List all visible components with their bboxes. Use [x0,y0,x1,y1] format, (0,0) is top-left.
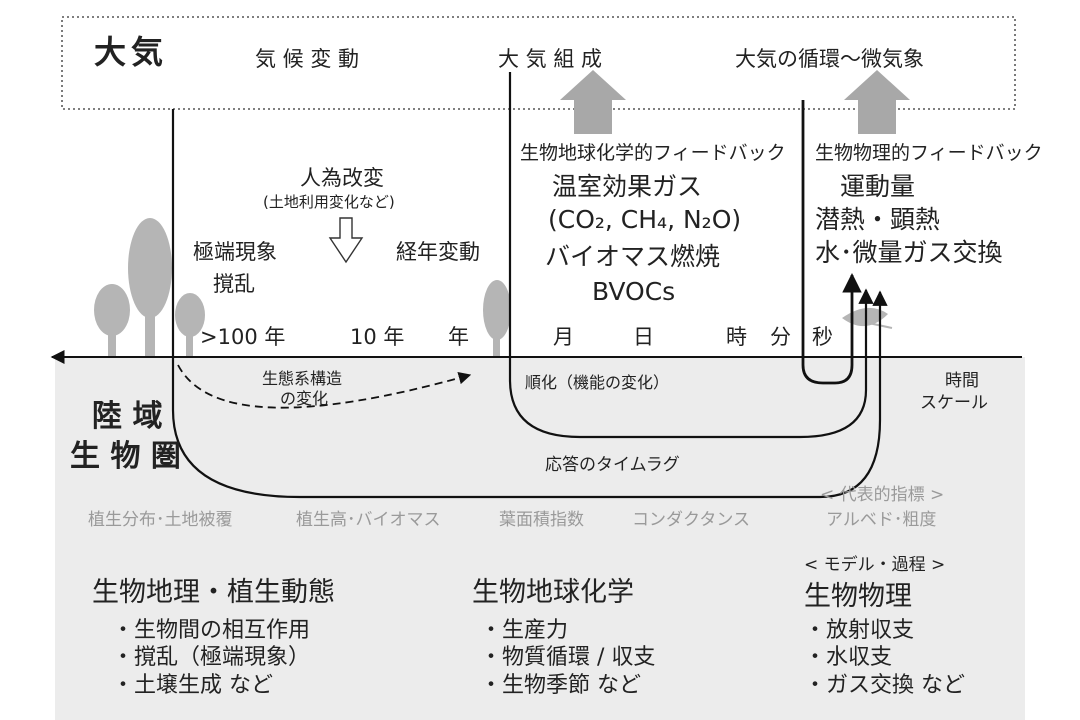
time-scale-label-line1: 時間 [945,371,979,391]
tick-label: 分 [770,325,791,349]
acclimation-loop [508,288,874,439]
tick-label: 日 [633,325,654,349]
tick-label: >100 年 [200,325,286,349]
down-arrow-icon [328,217,364,264]
structure-change-label-line1: 生態系構造 [262,369,343,388]
models-header: < モデル・過程 > [804,555,946,575]
biophys-feedback-title: 生物物理的フィードバック [815,142,1043,164]
atmosphere-box [61,16,1016,110]
upward-arrow-composition [560,70,626,134]
indicator-item: 植生分布･土地被覆 [88,510,233,530]
upward-arrow-circulation [844,70,910,134]
column-title-biogeochemistry: 生物地球化学 [472,577,634,608]
disturbance-label: 撹乱 [213,272,255,296]
tick-label: 年 [448,325,469,349]
time-lag-label: 応答のタイムラグ [545,455,680,475]
composition-label: 大 気 組 成 [498,47,603,71]
climate-change-label: 気 候 変 動 [255,47,360,71]
biogeochem-biomass: バイオマス燃焼 [545,242,721,271]
indicator-item: アルベド･粗度 [826,510,937,530]
list-item: ・生物季節 など [480,673,641,698]
time-scale-label-line2: スケール [920,393,988,413]
indicator-item: 植生高･バイオマス [296,510,441,530]
human-modification-label: 人為改変 [300,166,384,190]
acclimation-label: 順化（機能の変化） [525,373,670,392]
biogeochem-feedback-title: 生物地球化学的フィードバック [520,142,786,164]
land-biosphere-area [55,357,1025,720]
biogeochem-ghg: 温室効果ガス [552,172,703,201]
biogeochem-bvocs: BVOCs [592,277,676,306]
list-item: ・ガス交換 など [804,673,965,698]
tick-label: 時 [726,325,747,349]
column-title-biogeography: 生物地理・植生動態 [92,577,335,608]
structure-change-arrow [177,364,472,409]
list-item: ・放射収支 [804,618,915,643]
biophys-momentum: 運動量 [840,172,916,201]
lag-loop [171,290,888,499]
indicator-item: コンダクタンス [632,510,750,530]
list-item: ・土壌生成 など [112,673,273,698]
indicators-header: < 代表的指標 > [820,485,945,505]
tick-label: 月 [553,325,574,349]
land-biosphere-title-line1: 陸 域 [92,399,163,434]
short-loop [801,273,862,385]
structure-change-label-line2: の変化 [280,389,329,408]
tick-label: 秒 [812,325,833,349]
circulation-label: 大気の循環〜微気象 [735,47,924,71]
list-item: ・撹乱（極端現象） [112,645,311,670]
land-biosphere-title-line2: 生 物 圏 [70,439,181,474]
biophys-exchange: 水･微量ガス交換 [815,238,1003,267]
atmosphere-title: 大気 [94,33,169,71]
tree-icons [94,218,511,358]
extreme-events-label: 極端現象 [193,240,277,264]
list-item: ・生産力 [480,618,569,643]
indicator-item: 葉面積指数 [499,510,584,530]
biophys-heat: 潜熱・顕熱 [815,205,941,234]
column-title-biophysics: 生物物理 [804,581,912,612]
list-item: ・物質循環 / 収支 [480,645,656,670]
human-modification-note: (土地利用変化など) [263,193,395,211]
list-item: ・水収支 [804,645,893,670]
biogeochem-gases: (CO₂, CH₄, N₂O) [548,205,742,234]
tick-label: 10 年 [350,325,405,349]
interannual-label: 経年変動 [396,240,480,264]
list-item: ・生物間の相互作用 [112,618,311,643]
